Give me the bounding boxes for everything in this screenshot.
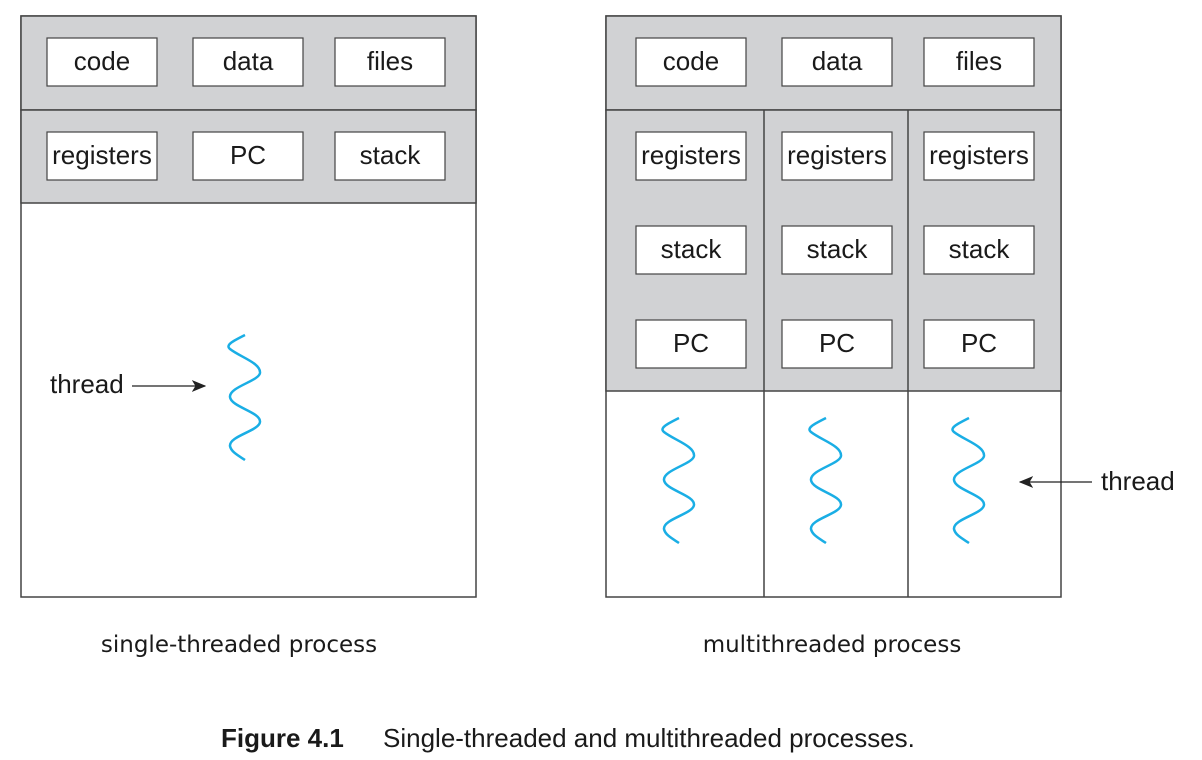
single-threaded-process: code data files registers PC stack thread si… xyxy=(20,15,477,658)
multithreaded-process: code data files registers registers registers… xyxy=(605,15,1175,658)
box-label: PC xyxy=(230,140,266,170)
memory-box: stack xyxy=(635,225,747,275)
memory-box: registers xyxy=(781,131,893,181)
box-label: registers xyxy=(641,140,741,170)
memory-box: PC xyxy=(192,131,304,181)
box-label: files xyxy=(367,46,413,76)
memory-box: code xyxy=(635,37,747,87)
memory-box: code xyxy=(46,37,158,87)
figure-caption: Figure 4.1 Single-threaded and multithre… xyxy=(221,723,915,753)
box-label: registers xyxy=(787,140,887,170)
memory-box: PC xyxy=(781,319,893,369)
thread-label: thread xyxy=(50,369,124,399)
box-label: stack xyxy=(360,140,422,170)
box-label: registers xyxy=(52,140,152,170)
multi-caption: multithreaded process xyxy=(703,632,962,658)
box-label: stack xyxy=(949,234,1011,264)
single-caption: single-threaded process xyxy=(101,632,377,658)
box-label: data xyxy=(812,46,863,76)
memory-box: files xyxy=(923,37,1035,87)
memory-box: stack xyxy=(781,225,893,275)
box-label: code xyxy=(663,46,719,76)
memory-box: stack xyxy=(334,131,446,181)
box-label: registers xyxy=(929,140,1029,170)
memory-box: registers xyxy=(635,131,747,181)
box-label: PC xyxy=(819,328,855,358)
memory-box: data xyxy=(192,37,304,87)
memory-box: PC xyxy=(923,319,1035,369)
box-label: stack xyxy=(661,234,723,264)
memory-box: files xyxy=(334,37,446,87)
figure-number: Figure 4.1 xyxy=(221,723,344,753)
memory-box: registers xyxy=(46,131,158,181)
box-label: files xyxy=(956,46,1002,76)
memory-box: registers xyxy=(923,131,1035,181)
box-label: PC xyxy=(673,328,709,358)
box-label: stack xyxy=(807,234,869,264)
memory-box: stack xyxy=(923,225,1035,275)
memory-box: PC xyxy=(635,319,747,369)
thread-label: thread xyxy=(1101,466,1175,496)
box-label: data xyxy=(223,46,274,76)
box-label: PC xyxy=(961,328,997,358)
box-label: code xyxy=(74,46,130,76)
figure-title: Single-threaded and multithreaded proces… xyxy=(383,723,915,753)
memory-box: data xyxy=(781,37,893,87)
